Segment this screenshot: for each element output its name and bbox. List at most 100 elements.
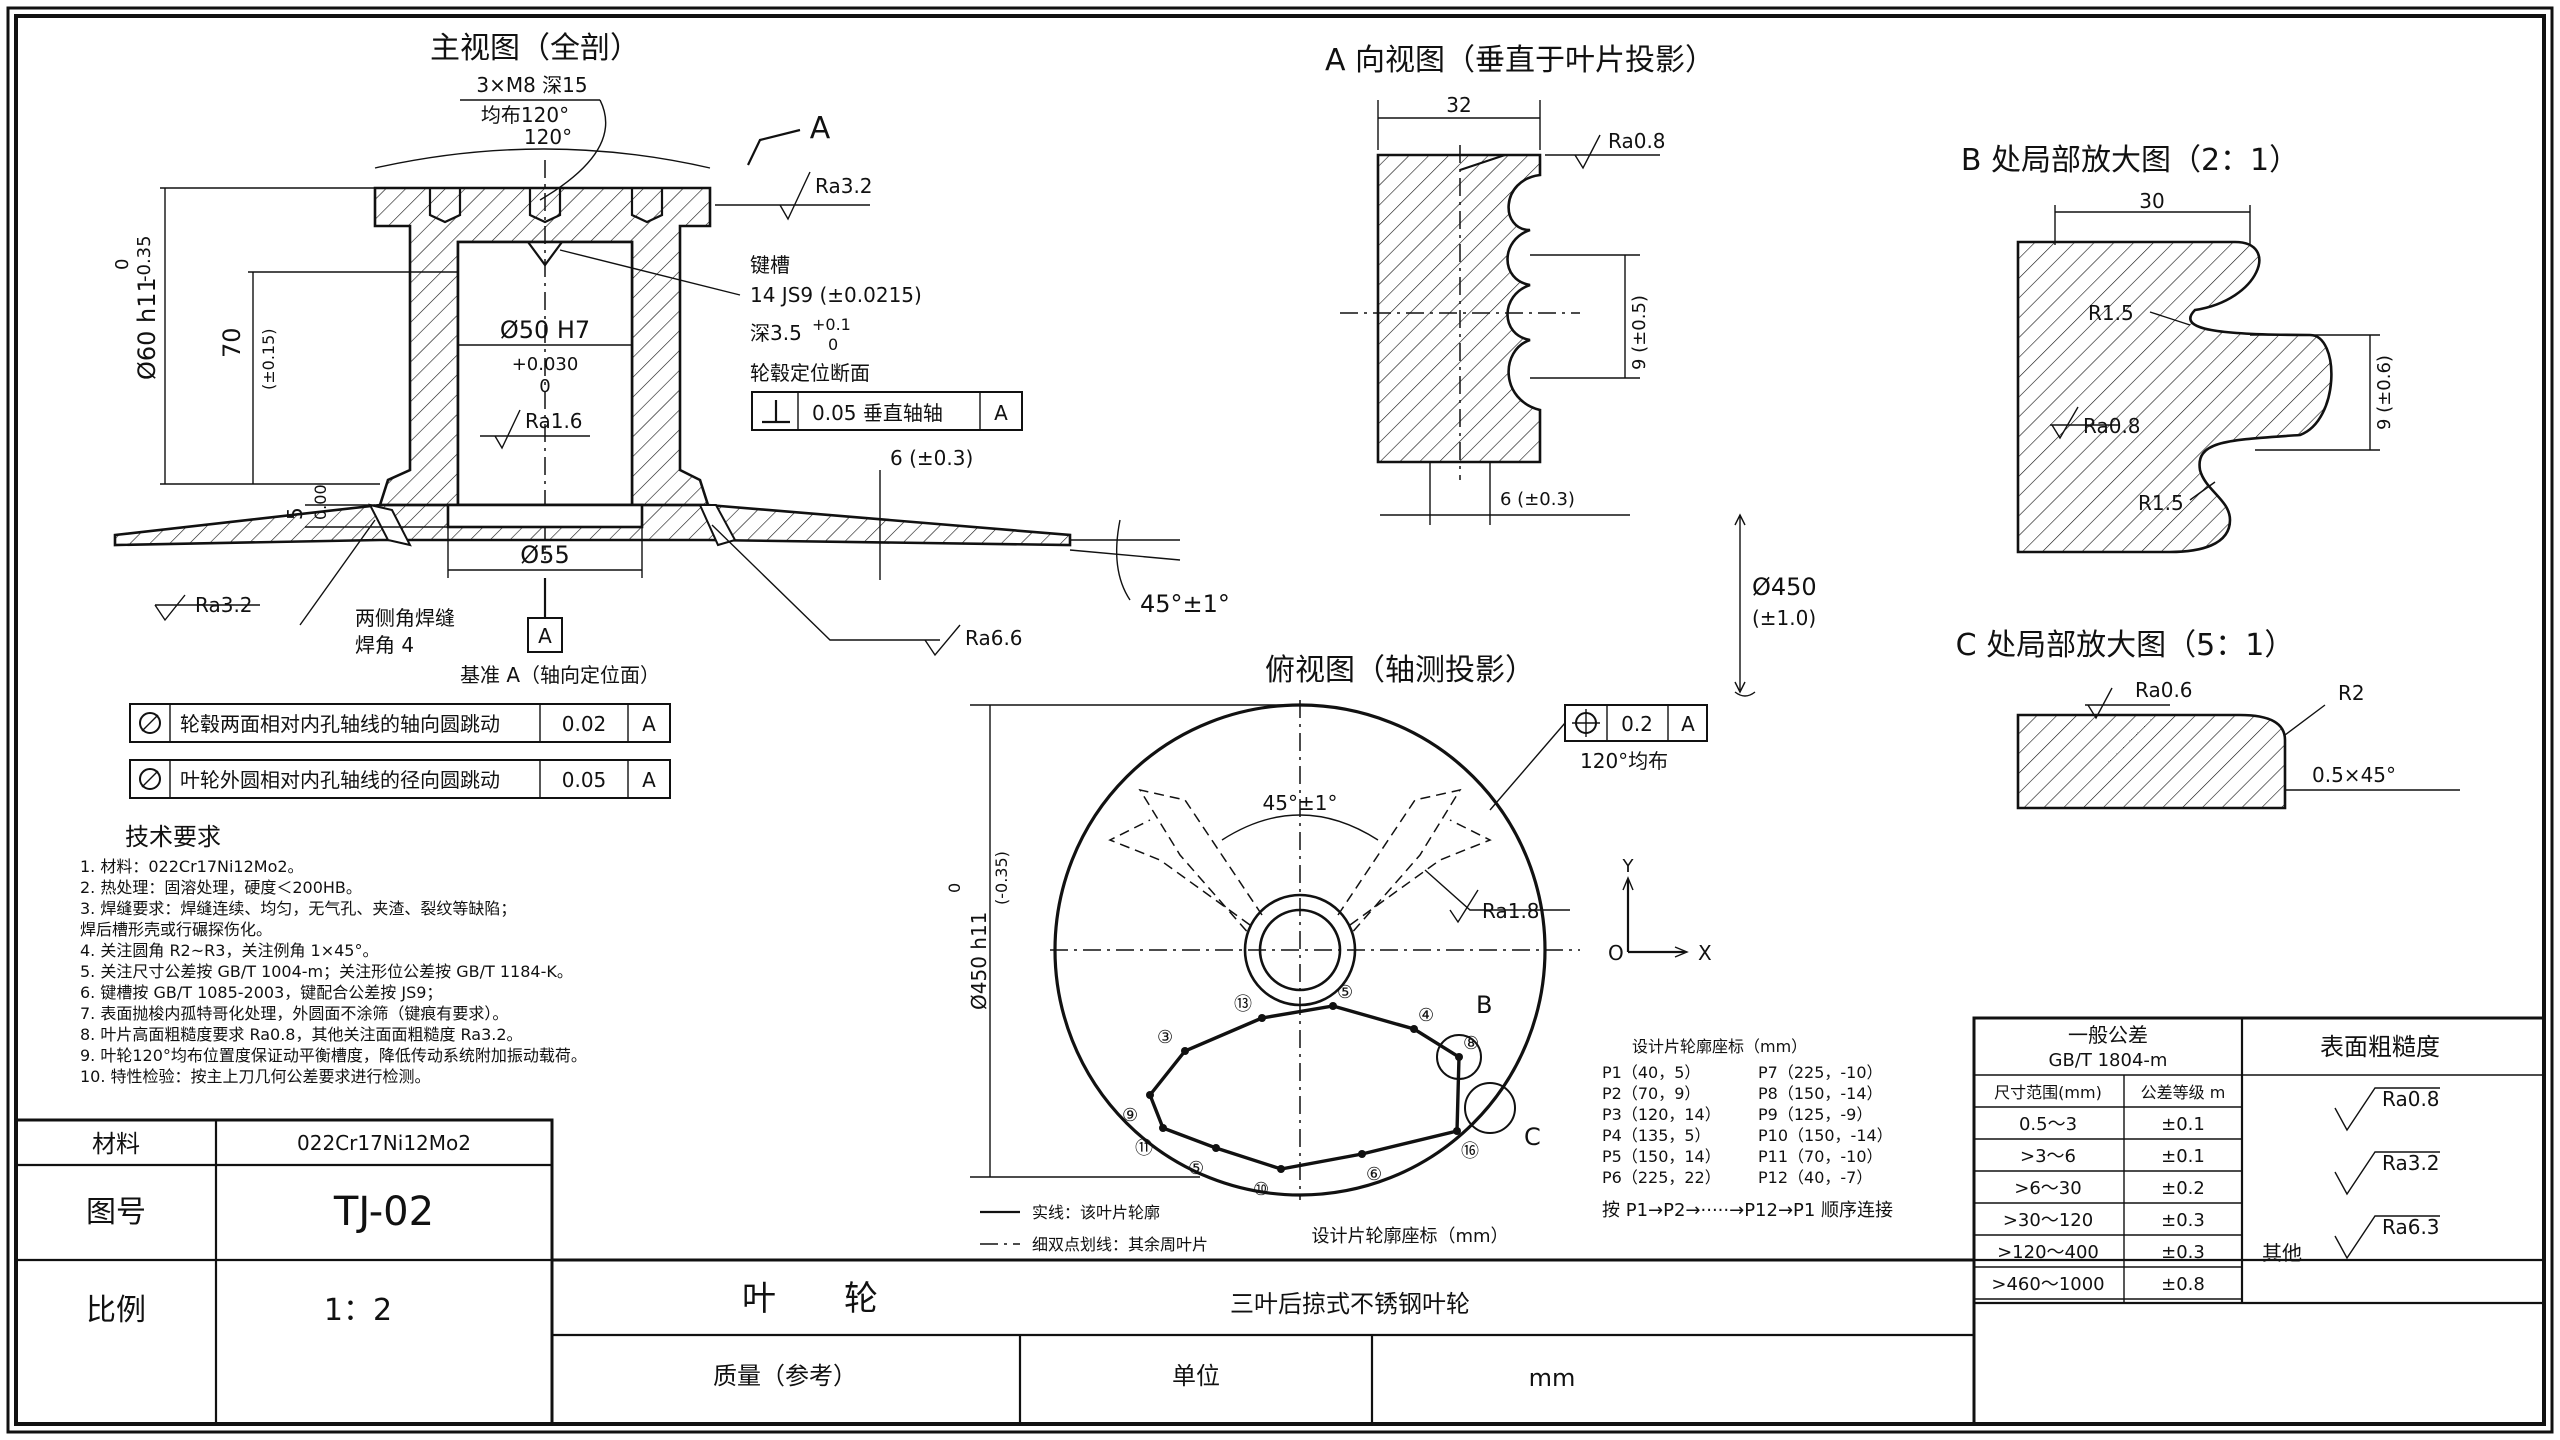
coord-right: P7（225，-10）: [1758, 1063, 1883, 1082]
coord-left: P2（70，9）: [1602, 1084, 1700, 1103]
svg-text:O: O: [1608, 941, 1624, 965]
blade-point-label: ⑨: [1122, 1105, 1138, 1126]
bolt-spacing: 均布120°: [481, 103, 569, 127]
coord-right: P9（125，-9）: [1758, 1105, 1872, 1124]
view-a-dim-6: 6 (±0.3): [1500, 489, 1575, 510]
coord-right: P10（150，-14）: [1758, 1126, 1893, 1145]
svg-text:质量（参考）: 质量（参考）: [713, 1362, 857, 1390]
detail-c-ra06: Ra0.6: [2135, 678, 2193, 702]
hub-ref-note: 轮毂定位断面: [750, 361, 870, 385]
blade-vertex: [1159, 1124, 1167, 1132]
blade-vertex: [1146, 1091, 1154, 1099]
view-marker-a: A: [810, 111, 831, 146]
tol-value: ±0.2: [2161, 1178, 2205, 1199]
dim-bore: Ø50 H7: [500, 316, 590, 344]
detail-c: C 处局部放大图（5：1） Ra0.6 R2 0.5×45°: [1956, 628, 2460, 810]
perpendicularity-frame: 0.05 垂直轴轴 A: [751, 391, 1023, 431]
unit-value: mm: [1529, 1364, 1576, 1392]
svg-text:A: A: [1681, 712, 1695, 736]
coord-left: P1（40，5）: [1602, 1063, 1700, 1082]
coords-block: 设计片轮廓座标（mm） P1（40，5）P2（70，9）P3（120，14）P4…: [980, 1037, 1893, 1254]
gdt-row-2-text: 叶轮外圆相对内孔轴线的径向圆跳动: [180, 768, 500, 792]
svg-text:-0.35: -0.35: [134, 235, 155, 282]
svg-text:比例: 比例: [86, 1293, 146, 1328]
tol-range: >6～30: [2014, 1178, 2081, 1199]
roughness-symbol: [2334, 1151, 2440, 1196]
blade-vertex: [1258, 1014, 1266, 1022]
svg-text:一般公差: 一般公差: [2068, 1023, 2148, 1047]
svg-text:+0.1: +0.1: [812, 315, 851, 334]
datum-note: 基准 A（轴向定位面）: [460, 663, 660, 687]
bolt-note: 3×M8 深15: [476, 73, 587, 97]
tech-item: 7. 表面抛梭内孤特哥化处理，外圆面不涂筛（键痕有要求）。: [80, 1004, 508, 1023]
label-b: B: [1476, 991, 1492, 1019]
tech-item: 6. 键槽按 GB/T 1085-2003，键配合公差按 JS9；: [80, 983, 442, 1002]
top-view-title: 俯视图（轴测投影）: [1265, 653, 1535, 688]
tech-item: 9. 叶轮120°均布位置度保证动平衡槽度，降低传动系统附加振动载荷。: [80, 1046, 587, 1065]
tol-value: ±0.8: [2161, 1274, 2205, 1295]
dia450-label: Ø450: [1752, 573, 1817, 601]
coord-left: P5（150，14）: [1602, 1147, 1721, 1166]
scale-value: 1：2: [324, 1293, 392, 1328]
tech-item: 5. 关注尺寸公差按 GB/T 1004-m；关注形位公差按 GB/T 1184…: [80, 962, 573, 981]
blade-point-label: ⑤: [1188, 1158, 1204, 1179]
tech-item: 3. 焊缝要求：焊缝连续、均匀，无气孔、夹渣、裂纹等缺陷；: [80, 899, 516, 918]
ra16: Ra1.6: [525, 409, 583, 433]
svg-text:公差等级 m: 公差等级 m: [2141, 1083, 2226, 1102]
detail-c-r2: R2: [2338, 681, 2365, 705]
blade-vertex: [1329, 1002, 1337, 1010]
svg-text:A: A: [642, 712, 656, 736]
dia450-dim: Ø450 (±1.0): [1734, 513, 1817, 697]
blade-vertex: [1410, 1025, 1418, 1033]
detail-b-ra08: Ra0.8: [2083, 414, 2141, 438]
svg-text:0: 0: [945, 883, 964, 893]
view-a-ra08: Ra0.8: [1608, 129, 1666, 153]
svg-text:材料: 材料: [92, 1130, 140, 1158]
blade-point-label: ⑪: [1135, 1138, 1153, 1159]
dim-32: 32: [1446, 93, 1471, 117]
svg-text:Y: Y: [1622, 856, 1635, 877]
coords-caption: 设计片轮廓座标（mm）: [1311, 1226, 1508, 1247]
coord-left: P4（135，5）: [1602, 1126, 1711, 1145]
pos-note: 120°均布: [1580, 749, 1668, 773]
svg-text:5: 5: [283, 507, 307, 520]
blade-vertex: [1212, 1144, 1220, 1152]
detail-b-r15-bottom: R1.5: [2138, 491, 2184, 515]
detail-b: B 处局部放大图（2：1） 30 R1.5 R1.5 Ra0.8 9 (±0.6…: [1961, 143, 2395, 554]
dim-shaft: Ø60 h11: [133, 277, 161, 380]
detail-c-title: C 处局部放大图（5：1）: [1956, 628, 2295, 663]
view-a-dim-9: 9 (±0.5): [1629, 295, 1650, 370]
keyway-title: 键槽: [750, 253, 790, 277]
label-c: C: [1524, 1123, 1541, 1151]
roughness-symbol: [2334, 1215, 2440, 1260]
keyway-depth: 深3.5: [750, 321, 802, 345]
tol-value: ±0.3: [2161, 1242, 2205, 1263]
roughness-value: Ra0.8: [2382, 1087, 2440, 1111]
coords-sequence: 按 P1→P2→·····→P12→P1 顺序连接: [1602, 1200, 1893, 1221]
tech-item: 2. 热处理：固溶处理，硬度＜200HB。: [80, 878, 362, 897]
tech-item: 8. 叶片高面粗糙度要求 Ra0.8，其他关注面面粗糙度 Ra3.2。: [80, 1025, 523, 1044]
svg-text:X: X: [1698, 941, 1712, 965]
blade-vertex: [1453, 1127, 1461, 1135]
svg-text:GB/T 1804-m: GB/T 1804-m: [2049, 1050, 2168, 1071]
blade-point-label: ⑩: [1253, 1179, 1269, 1200]
tol-value: ±0.1: [2161, 1114, 2205, 1135]
coord-right: P11（70，-10）: [1758, 1147, 1883, 1166]
detail-b-dim-9: 9 (±0.6): [2374, 355, 2395, 430]
svg-text:0: 0: [828, 335, 838, 354]
tech-requirements: 技术要求 1. 材料：022Cr17Ni12Mo2。2. 热处理：固溶处理，硬度…: [80, 823, 587, 1086]
svg-text:0: 0: [112, 259, 133, 270]
roughness-symbol: [2334, 1087, 2440, 1132]
svg-text:0: 0: [539, 376, 550, 397]
svg-text:尺寸范围(mm): 尺寸范围(mm): [1994, 1083, 2102, 1102]
blade-vertex: [1455, 1053, 1463, 1061]
keyway-spec: 14 JS9 (±0.0215): [750, 283, 922, 307]
coord-right: P12（40，-7）: [1758, 1168, 1872, 1187]
blade-point-label: ⑯: [1461, 1141, 1479, 1162]
blade-vertex: [1358, 1150, 1366, 1158]
legend-dash: 细双点划线：其余周叶片: [1032, 1235, 1208, 1254]
general-tolerance: 一般公差 GB/T 1804-m 尺寸范围(mm) 公差等级 m 0.5～3±0…: [1972, 1016, 2546, 1426]
tol-range: >3～6: [2020, 1146, 2076, 1167]
weld-note-1: 两侧角焊缝: [355, 606, 455, 630]
